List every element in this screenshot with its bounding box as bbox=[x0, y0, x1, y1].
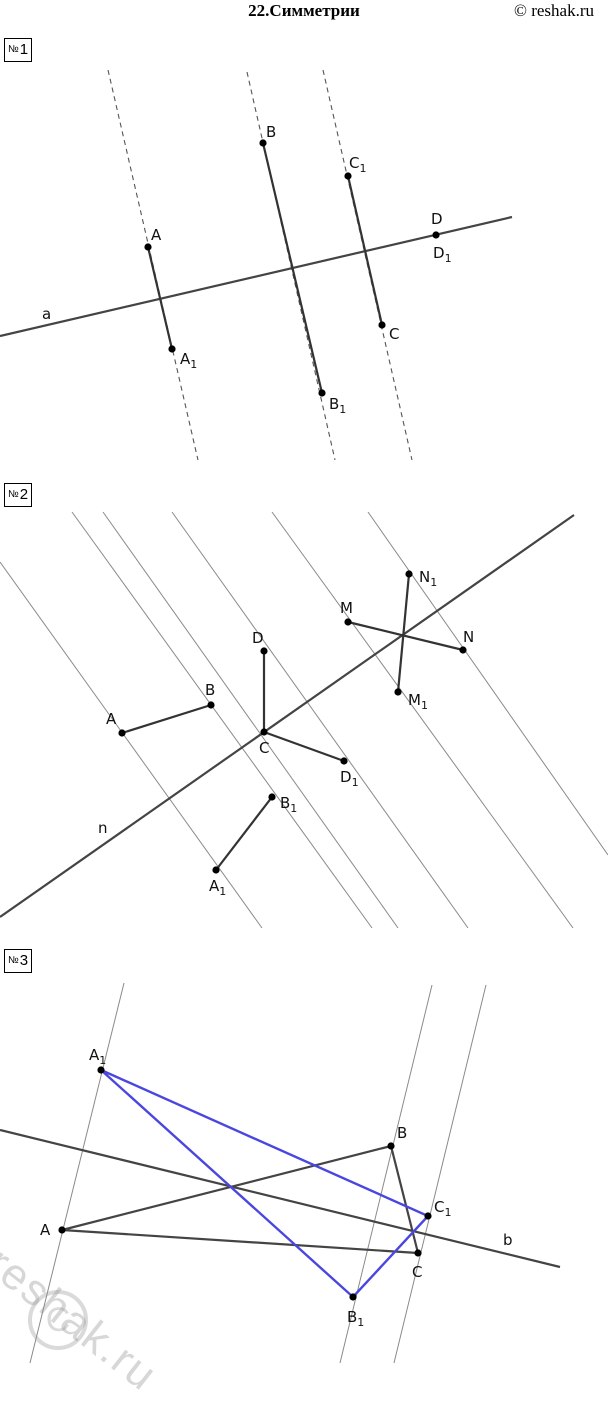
point-a bbox=[118, 729, 126, 737]
task-number: 3 bbox=[19, 952, 29, 969]
point-b bbox=[387, 1142, 395, 1150]
perpendicular-m bbox=[171, 511, 469, 929]
axis-line-a bbox=[0, 215, 513, 338]
label-b: B bbox=[266, 123, 276, 141]
point-c bbox=[260, 728, 268, 736]
number-sign: № bbox=[8, 955, 19, 966]
label-d1: D1 bbox=[340, 768, 359, 789]
label-m: M bbox=[340, 599, 353, 617]
label-c1: C1 bbox=[434, 1198, 451, 1219]
points bbox=[118, 570, 467, 874]
label-b: B bbox=[397, 1124, 407, 1142]
points bbox=[58, 1066, 432, 1301]
point-b1 bbox=[268, 793, 276, 801]
label-c: C bbox=[259, 739, 269, 757]
axis-line-n bbox=[0, 514, 575, 918]
perpendicular-cc1 bbox=[393, 984, 487, 1363]
label-a1: A1 bbox=[209, 877, 226, 898]
number-sign: № bbox=[8, 489, 19, 500]
perpendicular-lines bbox=[107, 69, 413, 461]
label-c1: C1 bbox=[349, 154, 366, 175]
label-n1: N1 bbox=[419, 568, 437, 589]
point-b1 bbox=[349, 1293, 357, 1301]
triangle-abc bbox=[61, 1144, 420, 1255]
perpendicular-a bbox=[0, 561, 263, 929]
point-a1 bbox=[168, 345, 176, 353]
label-b1: B1 bbox=[347, 1308, 364, 1329]
segment-cd1 bbox=[263, 730, 345, 763]
label-d1: D1 bbox=[433, 244, 452, 265]
point-a1 bbox=[97, 1066, 105, 1074]
task-badge-2: №2 bbox=[4, 483, 33, 507]
point-b1 bbox=[318, 389, 326, 397]
watermark-copyright-icon: C bbox=[28, 1290, 88, 1350]
task-number: 2 bbox=[19, 486, 29, 503]
perpendicular-n bbox=[271, 511, 574, 929]
figure-task-3: A B C A1 B1 C1 b bbox=[0, 982, 561, 1363]
copyright-label: © reshak.ru bbox=[514, 1, 594, 20]
task-number: 1 bbox=[19, 41, 29, 58]
point-a bbox=[144, 243, 152, 251]
point-d1 bbox=[340, 757, 348, 765]
label-a1: A1 bbox=[180, 350, 197, 371]
label-a: A bbox=[106, 710, 117, 728]
label-n: N bbox=[463, 628, 474, 646]
segment-m1n1 bbox=[396, 573, 411, 693]
task-badge-3: №3 bbox=[4, 949, 33, 973]
perpendicular-lines bbox=[29, 982, 487, 1363]
point-c bbox=[414, 1249, 422, 1257]
segment-a1b1 bbox=[215, 796, 273, 871]
perpendicular-d bbox=[102, 511, 399, 929]
label-line-n: n bbox=[98, 819, 108, 837]
figure-task-1: A A1 B B1 C1 C D D1 a bbox=[0, 69, 513, 461]
label-c: C bbox=[389, 325, 399, 343]
label-b1: B1 bbox=[329, 395, 346, 416]
label-b: B bbox=[205, 681, 215, 699]
point-b bbox=[207, 701, 215, 709]
perpendicular-b bbox=[71, 511, 373, 929]
task-badge-1: №1 bbox=[4, 38, 33, 62]
label-d: D bbox=[252, 629, 264, 647]
figure-task-2: A B A1 B1 D C D1 M N N1 M1 n bbox=[0, 511, 608, 929]
segments bbox=[146, 142, 384, 394]
point-c1 bbox=[344, 172, 352, 180]
label-a: A bbox=[151, 226, 162, 244]
point-a1 bbox=[212, 866, 220, 874]
perpendicular-n-extra bbox=[367, 511, 608, 856]
label-a: A bbox=[40, 1221, 51, 1239]
label-line-a: a bbox=[42, 305, 51, 323]
label-d: D bbox=[431, 210, 443, 228]
axis-line-b bbox=[0, 1128, 561, 1269]
point-n1 bbox=[405, 570, 413, 578]
segment-ab bbox=[121, 703, 212, 735]
label-a1: A1 bbox=[89, 1046, 106, 1067]
point-c bbox=[378, 321, 386, 329]
triangle-a1b1c1 bbox=[100, 1068, 431, 1299]
label-b1: B1 bbox=[280, 794, 297, 815]
segment-bb1 bbox=[261, 142, 324, 394]
segment-mn bbox=[347, 620, 464, 652]
number-sign: № bbox=[8, 44, 19, 55]
segments bbox=[121, 573, 464, 871]
point-d bbox=[432, 231, 440, 239]
perpendicular-bb1 bbox=[339, 984, 433, 1363]
label-line-b: b bbox=[503, 1231, 513, 1249]
label-m1: M1 bbox=[408, 691, 428, 712]
perpendicular-lines bbox=[0, 511, 608, 929]
page-title: 22.Симметрии bbox=[248, 1, 360, 20]
point-n bbox=[459, 646, 467, 654]
points bbox=[144, 139, 440, 397]
point-a bbox=[58, 1226, 66, 1234]
segment-cc1 bbox=[346, 175, 384, 326]
label-c: C bbox=[412, 1263, 422, 1281]
segment-aa1 bbox=[146, 246, 174, 350]
point-m bbox=[344, 618, 352, 626]
point-m1 bbox=[394, 688, 402, 696]
point-c1 bbox=[424, 1212, 432, 1220]
point-b bbox=[259, 139, 267, 147]
point-d bbox=[260, 647, 268, 655]
